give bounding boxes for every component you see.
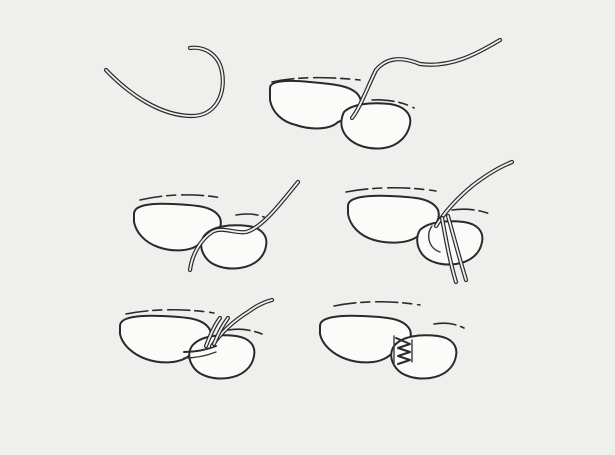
wire-hook-inner: [106, 48, 223, 116]
gumline-upper: [346, 188, 436, 192]
gumline-upper: [126, 310, 214, 314]
gumline-right: [452, 209, 490, 214]
panel-wire-threaded-contact: [270, 40, 500, 149]
panel-ligature-twisted: [120, 300, 272, 379]
gumline-right: [434, 323, 464, 328]
panel-wire-tied-tight: [346, 162, 512, 282]
wire-hook-outer: [106, 48, 223, 116]
panel-wire-pulled-through: [134, 182, 298, 270]
panel-wire-hook: [106, 48, 223, 116]
gumline-right: [236, 214, 266, 218]
gumline-upper: [334, 302, 420, 306]
gumline-right: [228, 329, 262, 334]
tooth-right: [341, 103, 410, 148]
gumline-upper: [140, 195, 222, 200]
panel-ligature-finished: [320, 302, 464, 379]
